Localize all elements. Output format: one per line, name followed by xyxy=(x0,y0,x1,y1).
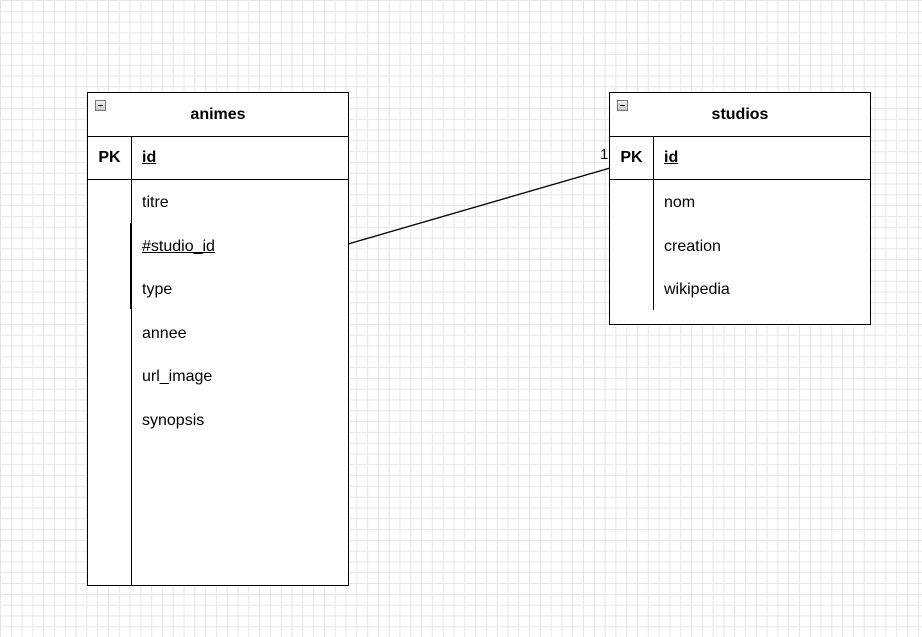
collapse-icon[interactable] xyxy=(617,100,628,111)
relation-line[interactable] xyxy=(347,167,611,245)
field-type[interactable]: type xyxy=(142,281,173,298)
table-animes[interactable]: animes PK id titre #studio_id type annee… xyxy=(87,92,349,586)
foreign-key-marker xyxy=(130,223,132,309)
pk-field: id xyxy=(142,149,157,166)
table-title: animes xyxy=(190,106,246,123)
primary-key-row[interactable]: PK id xyxy=(610,136,870,180)
column-divider xyxy=(653,136,654,310)
field-annee[interactable]: annee xyxy=(142,325,187,342)
field-url-image[interactable]: url_image xyxy=(142,368,213,385)
field-creation[interactable]: creation xyxy=(664,238,721,255)
cardinality-label: 1 xyxy=(600,146,609,163)
field-studio-id[interactable]: #studio_id xyxy=(142,238,215,255)
table-header[interactable]: studios xyxy=(610,93,870,137)
pk-field: id xyxy=(664,149,679,166)
field-titre[interactable]: titre xyxy=(142,194,169,211)
pk-label: PK xyxy=(620,149,643,166)
table-studios[interactable]: studios PK id nom creation wikipedia xyxy=(609,92,871,325)
table-title: studios xyxy=(711,106,769,123)
column-divider xyxy=(131,136,132,585)
table-header[interactable]: animes xyxy=(88,93,348,137)
field-wikipedia[interactable]: wikipedia xyxy=(664,281,730,298)
field-synopsis[interactable]: synopsis xyxy=(142,412,205,429)
field-nom[interactable]: nom xyxy=(664,194,696,211)
collapse-icon[interactable] xyxy=(95,100,106,111)
pk-label: PK xyxy=(98,149,121,166)
primary-key-row[interactable]: PK id xyxy=(88,136,348,180)
